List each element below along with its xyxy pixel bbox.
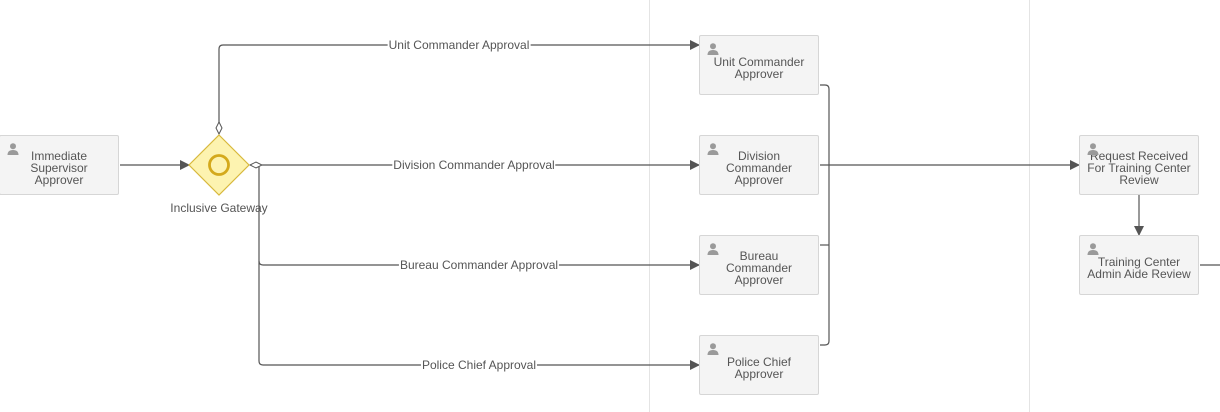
task-unit-commander[interactable]: Unit Commander Approver	[699, 35, 819, 95]
task-label: Division Commander Approver	[725, 149, 793, 187]
user-icon	[7, 143, 19, 155]
default-flow-marker	[215, 120, 223, 136]
task-immediate-supervisor[interactable]: Immediate Supervisor Approver	[0, 135, 119, 195]
default-flow-marker	[248, 161, 264, 169]
user-icon	[707, 243, 719, 255]
flow-label-police-chief: Police Chief Approval	[420, 358, 538, 372]
user-icon	[1087, 243, 1099, 255]
gateway-label: Inclusive Gateway	[170, 201, 268, 215]
lane-divider	[649, 0, 650, 412]
flow-label-unit-commander: Unit Commander Approval	[387, 38, 531, 52]
task-label: Immediate Supervisor Approver	[30, 149, 88, 187]
task-police-chief[interactable]: Police Chief Approver	[699, 335, 819, 395]
flow-unit-commander-approval	[218, 40, 700, 124]
task-admin-aide-review[interactable]: Training Center Admin Aide Review	[1079, 235, 1199, 295]
task-division-commander[interactable]: Division Commander Approver	[699, 135, 819, 195]
user-icon	[707, 143, 719, 155]
user-icon	[707, 343, 719, 355]
flow-bureau-commander-approval	[258, 165, 700, 270]
flow-label-bureau-commander: Bureau Commander Approval	[398, 258, 560, 272]
task-label: Request Received For Training Center Rev…	[1087, 149, 1191, 187]
task-label: Unit Commander Approver	[713, 55, 805, 81]
task-label: Bureau Commander Approver	[725, 249, 793, 287]
flow-police-chief-merge	[820, 165, 830, 346]
user-icon	[1087, 143, 1099, 155]
user-icon	[707, 43, 719, 55]
task-label: Police Chief Approver	[726, 355, 792, 381]
flow-police-chief-approval	[258, 261, 700, 370]
flow-unit-commander-merge	[820, 84, 830, 165]
task-request-received[interactable]: Request Received For Training Center Rev…	[1079, 135, 1199, 195]
lane-divider	[1029, 0, 1030, 412]
task-label: Training Center Admin Aide Review	[1087, 255, 1191, 281]
task-bureau-commander[interactable]: Bureau Commander Approver	[699, 235, 819, 295]
flow-label-division-commander: Division Commander Approval	[392, 158, 556, 172]
inclusive-gateway-icon	[188, 134, 250, 196]
